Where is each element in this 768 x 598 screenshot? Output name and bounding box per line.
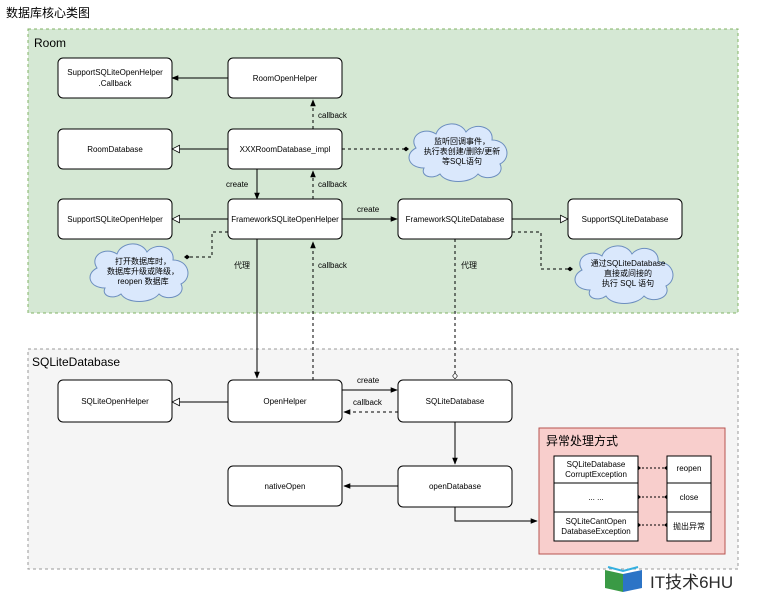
- edge-label-create: create: [226, 180, 249, 189]
- note-open-db: 打开数据库时， 数据库升级或降级， reopen 数据库: [89, 243, 189, 302]
- svg-text:监听回调事件，: 监听回调事件，: [434, 136, 490, 146]
- exception-table: SQLiteDatabase CorruptException ... ... …: [553, 455, 712, 542]
- exception-corrupt[interactable]: SQLiteDatabase CorruptException: [565, 460, 627, 479]
- svg-text:数据库升级或降级，: 数据库升级或降级，: [107, 266, 179, 276]
- svg-text:抛出异常: 抛出异常: [673, 521, 705, 531]
- node-callback-helper[interactable]: SupportSQLiteOpenHelper .Callback: [57, 57, 173, 99]
- edge-label-create: create: [357, 205, 380, 214]
- svg-text:等SQL语句: 等SQL语句: [442, 156, 482, 166]
- edge-label-callback: callback: [353, 398, 383, 407]
- svg-text:FrameworkSQLiteOpenHelper: FrameworkSQLiteOpenHelper: [231, 215, 339, 224]
- edges: [172, 75, 670, 528]
- exception-cantopen[interactable]: SQLiteCantOpen DatabaseException: [561, 517, 630, 536]
- edge-label-callback: callback: [318, 261, 348, 270]
- node-room-open-helper[interactable]: RoomOpenHelper: [227, 57, 343, 99]
- edge-labels: callback create callback create 代理 callb…: [226, 111, 477, 407]
- svg-text:SQLiteCantOpen: SQLiteCantOpen: [566, 517, 627, 526]
- note-exec-sql: 通过SQLiteDatabase 直接或间接的 执行 SQL 语句: [574, 245, 674, 304]
- action-reopen[interactable]: reopen: [677, 464, 702, 473]
- node-xxx-impl[interactable]: XXXRoomDatabase_impl: [227, 128, 343, 170]
- edge-label-callback: callback: [318, 111, 348, 120]
- svg-text:SupportSQLiteOpenHelper: SupportSQLiteOpenHelper: [67, 215, 163, 224]
- diagram-title: 数据库核心类图: [6, 5, 90, 20]
- book-logo-icon: [605, 566, 642, 592]
- node-support-database[interactable]: SupportSQLiteDatabase: [567, 198, 683, 240]
- svg-text:reopen: reopen: [677, 464, 702, 473]
- svg-text:CorruptException: CorruptException: [565, 470, 627, 479]
- svg-text:SQLiteOpenHelper: SQLiteOpenHelper: [81, 397, 149, 406]
- svg-text:FrameworkSQLiteDatabase: FrameworkSQLiteDatabase: [406, 215, 505, 224]
- node-sqlite-database[interactable]: SQLiteDatabase: [397, 379, 513, 423]
- svg-text:通过SQLiteDatabase: 通过SQLiteDatabase: [591, 258, 666, 268]
- svg-text:OpenHelper: OpenHelper: [263, 397, 306, 406]
- svg-text:打开数据库时，: 打开数据库时，: [115, 256, 171, 266]
- svg-text:reopen 数据库: reopen 数据库: [117, 276, 168, 286]
- svg-text:执行 SQL 语句: 执行 SQL 语句: [602, 278, 654, 288]
- watermark-text: IT技术6HU: [650, 573, 733, 592]
- node-open-helper[interactable]: OpenHelper: [227, 379, 343, 423]
- watermark: IT技术6HU: [605, 566, 733, 592]
- edge-label-proxy: 代理: [234, 260, 250, 270]
- note-listen: 监听回调事件， 执行表创建/删除/更新 等SQL语句: [408, 123, 508, 182]
- edge-opendatabase-exception: [454, 507, 538, 524]
- node-support-open-helper[interactable]: SupportSQLiteOpenHelper: [57, 198, 173, 240]
- edge-label-create: create: [357, 376, 380, 385]
- exception-dots[interactable]: ... ...: [588, 493, 604, 502]
- node-sqlite-open-helper[interactable]: SQLiteOpenHelper: [57, 379, 173, 423]
- svg-text:openDatabase: openDatabase: [429, 482, 482, 491]
- svg-text:SupportSQLiteOpenHelper: SupportSQLiteOpenHelper: [67, 68, 163, 77]
- svg-text:... ...: ... ...: [588, 493, 604, 502]
- node-framework-open-helper[interactable]: FrameworkSQLiteOpenHelper: [227, 198, 343, 240]
- svg-text:执行表创建/删除/更新: 执行表创建/删除/更新: [424, 146, 500, 156]
- room-region-label: Room: [34, 36, 66, 50]
- exception-region-label: 异常处理方式: [546, 433, 618, 448]
- svg-text:SupportSQLiteDatabase: SupportSQLiteDatabase: [582, 215, 669, 224]
- svg-text:nativeOpen: nativeOpen: [265, 482, 306, 491]
- svg-text:close: close: [680, 493, 699, 502]
- svg-text:.Callback: .Callback: [99, 79, 133, 88]
- node-open-database[interactable]: openDatabase: [397, 465, 513, 508]
- svg-text:DatabaseException: DatabaseException: [561, 527, 630, 536]
- svg-text:RoomDatabase: RoomDatabase: [87, 145, 143, 154]
- edge-label-proxy: 代理: [461, 260, 477, 270]
- node-native-open[interactable]: nativeOpen: [227, 465, 343, 507]
- node-framework-database[interactable]: FrameworkSQLiteDatabase: [397, 198, 513, 240]
- action-throw[interactable]: 抛出异常: [673, 521, 705, 531]
- sqlite-region-label: SQLiteDatabase: [32, 355, 120, 369]
- edge-label-callback: callback: [318, 180, 348, 189]
- svg-text:SQLiteDatabase: SQLiteDatabase: [567, 460, 626, 469]
- edge-framework-database-note: [512, 231, 573, 272]
- svg-text:SQLiteDatabase: SQLiteDatabase: [426, 397, 485, 406]
- node-room-database[interactable]: RoomDatabase: [57, 128, 173, 170]
- svg-text:XXXRoomDatabase_impl: XXXRoomDatabase_impl: [240, 145, 331, 154]
- action-close[interactable]: close: [680, 493, 699, 502]
- edge-framework-open-note: [184, 231, 228, 260]
- svg-text:直接或间接的: 直接或间接的: [604, 268, 652, 278]
- svg-text:RoomOpenHelper: RoomOpenHelper: [253, 74, 318, 83]
